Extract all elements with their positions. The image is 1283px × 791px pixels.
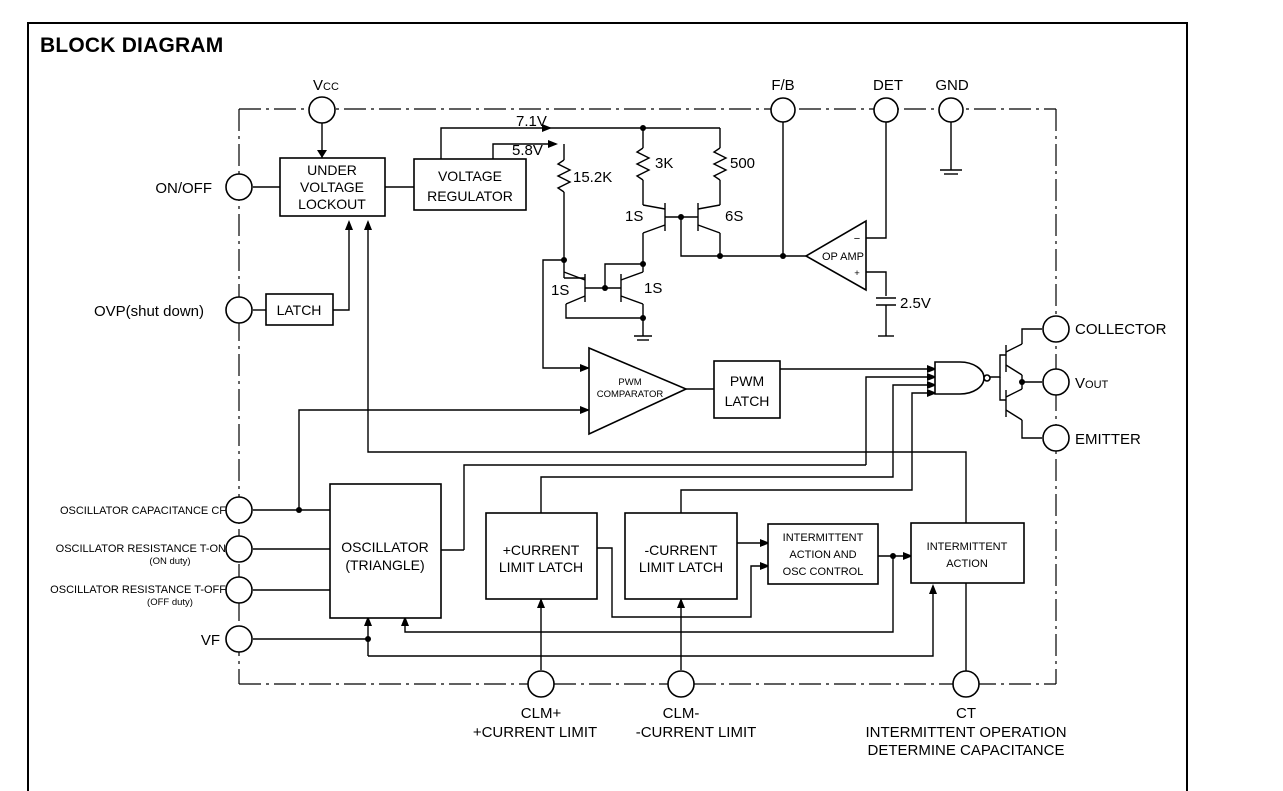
osc-label-2: (TRIANGLE) (345, 557, 424, 573)
vreg-label-2: REGULATOR (427, 188, 513, 204)
uvlo-label-3: LOCKOUT (298, 196, 366, 212)
uvlo-block: UNDER VOLTAGE LOCKOUT (279, 157, 386, 217)
int-osc-label-1: INTERMITTENT (783, 532, 864, 544)
pin-clm-minus: CLM- -CURRENT LIMIT (636, 670, 757, 741)
label-15-2k: 15.2K (573, 169, 612, 186)
minus-cl-label-2: LIMIT LATCH (639, 559, 723, 575)
minus-current-limit-latch-block: -CURRENT LIMIT LATCH (624, 512, 738, 600)
label-6s: 6S (725, 208, 743, 225)
pin-ovp-label: OVP(shut down) (94, 303, 204, 320)
op-amp-plus: + (854, 268, 860, 279)
pwm-comp-label-1: PWM (618, 377, 641, 388)
pin-gnd: GND (935, 77, 969, 123)
junction-dots (296, 125, 1025, 642)
voltage-regulator-block: VOLTAGE REGULATOR (413, 158, 527, 211)
pin-emitter: EMITTER (1042, 424, 1141, 452)
pin-osc-res-off-label: OSCILLATOR RESISTANCE T-OFF (50, 584, 226, 596)
label-5-8v: 5.8V (512, 142, 543, 159)
pwm-comp-label-2: COMPARATOR (597, 389, 664, 400)
pin-ct-desc-2: DETERMINE CAPACITANCE (868, 742, 1065, 759)
int-act-label-1: INTERMITTENT (927, 541, 1008, 553)
pin-osc-cap-label: OSCILLATOR CAPACITANCE CF (60, 505, 226, 517)
component-labels: 7.1V 5.8V 15.2K 3K 500 1S 6S 1S 1S 2.5V (512, 113, 931, 312)
oscillator-block: OSCILLATOR (TRIANGLE) (329, 483, 442, 619)
label-2-5v: 2.5V (900, 295, 931, 312)
pin-osc-res-on-sublabel: (ON duty) (149, 556, 190, 567)
uvlo-label-2: VOLTAGE (300, 179, 364, 195)
pin-vcc-label: VCC (313, 77, 339, 94)
pin-clm-plus: CLM+ +CURRENT LIMIT (473, 670, 597, 741)
pin-vout: VOUT (1042, 368, 1109, 396)
pin-vf-label: VF (201, 632, 220, 649)
pin-osc-res-off: OSCILLATOR RESISTANCE T-OFF (OFF duty) (50, 576, 253, 608)
pin-fb: F/B (770, 77, 796, 123)
pin-clm-minus-desc: -CURRENT LIMIT (636, 724, 757, 741)
pin-gnd-label: GND (935, 77, 969, 94)
osc-label-1: OSCILLATOR (341, 539, 428, 555)
label-1s-a: 1S (625, 208, 643, 225)
op-amp-block: OP AMP − + (804, 219, 867, 292)
int-osc-label-3: OSC CONTROL (783, 566, 864, 578)
label-500: 500 (730, 155, 755, 172)
pin-osc-res-on-label: OSCILLATOR RESISTANCE T-ON (56, 543, 226, 555)
pin-ovp: OVP(shut down) (94, 296, 253, 324)
int-act-label-2: ACTION (946, 558, 988, 570)
pin-clm-plus-desc: +CURRENT LIMIT (473, 724, 597, 741)
diagram-title: BLOCK DIAGRAM (40, 34, 224, 57)
pin-collector: COLLECTOR (1042, 315, 1167, 343)
pwm-latch-block: PWM LATCH (713, 360, 781, 419)
pin-det-label: DET (873, 77, 903, 94)
pin-clm-plus-label: CLM+ (521, 705, 562, 722)
pin-osc-res-on: OSCILLATOR RESISTANCE T-ON (ON duty) (56, 535, 253, 567)
pwm-latch-label-1: PWM (730, 373, 764, 389)
nand-gate (934, 361, 991, 395)
label-3k: 3K (655, 155, 673, 172)
plus-cl-label-2: LIMIT LATCH (499, 559, 583, 575)
pin-emitter-label: EMITTER (1075, 431, 1141, 448)
pwm-comparator-block: PWM COMPARATOR (588, 346, 688, 436)
intermittent-osc-control-block: INTERMITTENT ACTION AND OSC CONTROL (767, 523, 879, 585)
uvlo-label-1: UNDER (307, 162, 357, 178)
vreg-label-1: VOLTAGE (438, 168, 502, 184)
label-7-1v: 7.1V (516, 113, 547, 130)
pin-on-off-label: ON/OFF (155, 180, 212, 197)
int-osc-label-2: ACTION AND (789, 549, 856, 561)
pin-on-off: ON/OFF (155, 173, 253, 201)
pwm-latch-label-2: LATCH (725, 393, 770, 409)
diagram-frame (27, 22, 1188, 791)
pin-vout-label: VOUT (1075, 375, 1109, 392)
pin-det: DET (873, 77, 903, 123)
latch-label: LATCH (277, 302, 322, 318)
pin-osc-res-off-sublabel: (OFF duty) (147, 597, 193, 608)
pin-collector-label: COLLECTOR (1075, 321, 1167, 338)
minus-cl-label-1: -CURRENT (644, 542, 718, 558)
pin-ct: CT INTERMITTENT OPERATION DETERMINE CAPA… (865, 670, 1067, 759)
plus-current-limit-latch-block: +CURRENT LIMIT LATCH (485, 512, 598, 600)
op-amp-label: OP AMP (822, 251, 864, 263)
intermittent-action-block: INTERMITTENT ACTION (910, 522, 1025, 584)
pin-ct-label: CT (956, 705, 976, 722)
pin-osc-cap: OSCILLATOR CAPACITANCE CF (60, 496, 253, 524)
pin-fb-label: F/B (771, 77, 794, 94)
op-amp-minus: − (854, 233, 860, 245)
latch-block: LATCH (265, 293, 334, 326)
label-1s-b: 1S (551, 282, 569, 299)
pin-vf: VF (201, 625, 253, 653)
chip-boundary (238, 108, 1057, 685)
label-1s-c: 1S (644, 280, 662, 297)
pin-ct-desc-1: INTERMITTENT OPERATION (865, 724, 1066, 741)
pin-clm-minus-label: CLM- (663, 705, 700, 722)
plus-cl-label-1: +CURRENT (503, 542, 580, 558)
pin-vcc: VCC (308, 77, 339, 124)
